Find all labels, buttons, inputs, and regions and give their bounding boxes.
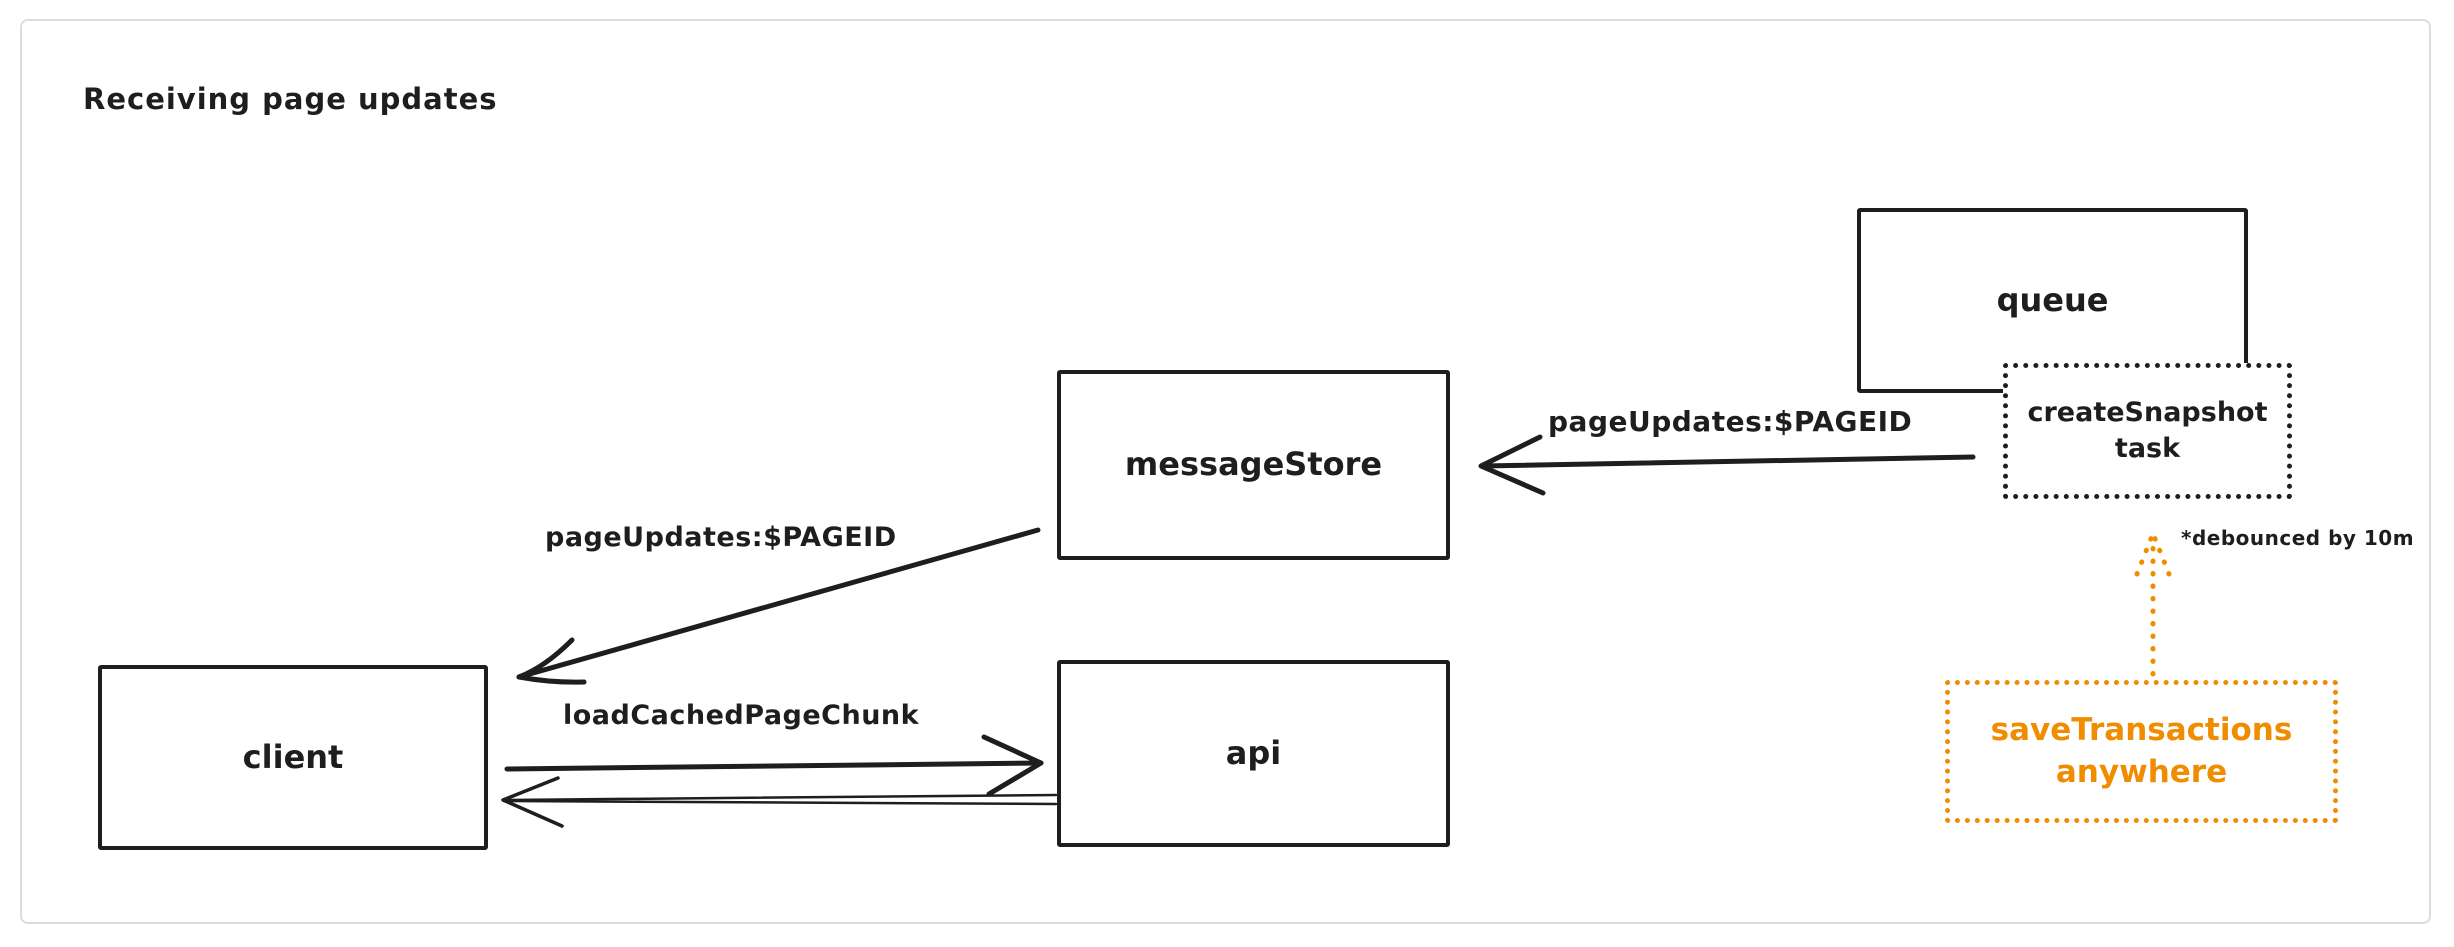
save-transactions-node: saveTransactions anywhere: [1945, 680, 2338, 823]
debounce-annotation: *debounced by 10m: [2181, 526, 2415, 550]
queue-node-label: queue: [1996, 280, 2109, 319]
save-transactions-node-label: saveTransactions anywhere: [1990, 711, 2293, 790]
canvas-frame: [20, 19, 2431, 924]
edge-label-task-to-messagestore: pageUpdates:$PAGEID: [1548, 405, 1913, 438]
api-node-label: api: [1225, 733, 1282, 772]
message-store-node: messageStore: [1057, 370, 1450, 560]
api-node: api: [1057, 660, 1450, 847]
diagram-title: Receiving page updates: [83, 82, 498, 116]
client-node-label: client: [242, 737, 344, 776]
edge-label-client-to-api: loadCachedPageChunk: [563, 700, 920, 731]
create-snapshot-task-node-label: createSnapshot task: [2027, 396, 2268, 464]
message-store-node-label: messageStore: [1124, 445, 1383, 484]
client-node: client: [98, 665, 488, 850]
edge-label-messagestore-to-client: pageUpdates:$PAGEID: [545, 522, 897, 553]
create-snapshot-task-node: createSnapshot task: [2003, 363, 2292, 499]
